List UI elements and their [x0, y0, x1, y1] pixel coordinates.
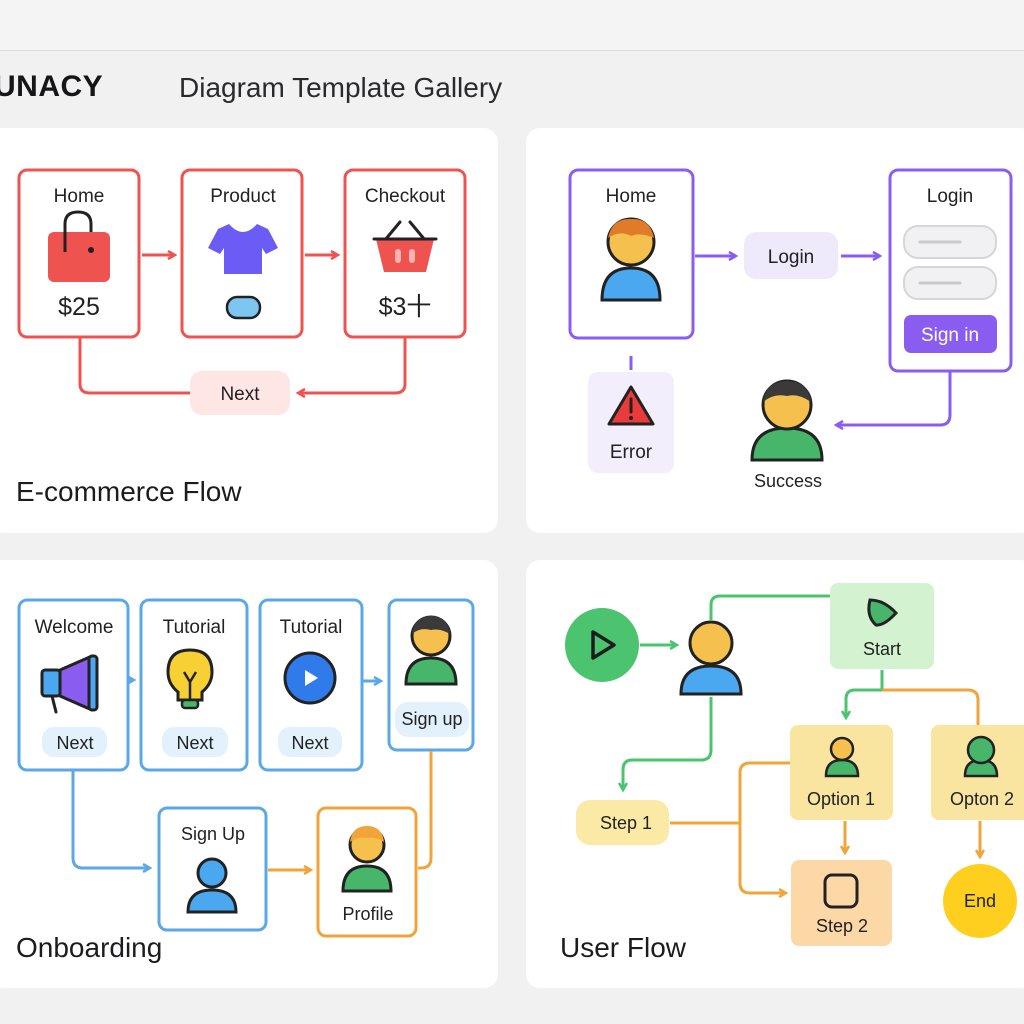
step-1-label: Step 1 [600, 813, 652, 833]
option-2-label: Opton 2 [950, 789, 1014, 809]
next-label-2: Next [176, 733, 213, 753]
play-circle-icon[interactable] [565, 608, 639, 682]
user-to-step1-arrow [623, 697, 713, 790]
user-flow-title: User Flow [560, 932, 687, 963]
option-1-user-icon [824, 736, 860, 778]
panel-to-success-arrow [836, 372, 952, 425]
home-label: Home [606, 186, 657, 207]
next-label: Next [220, 384, 260, 405]
checkout-label: Checkout [365, 186, 446, 207]
ecommerce-flow-title: E-commerce Flow [16, 476, 242, 507]
user-icon [404, 615, 458, 686]
user-to-start-connector [709, 594, 830, 620]
welcome-label: Welcome [35, 617, 114, 638]
user-success-icon [750, 379, 824, 462]
start-to-option2-connector [882, 688, 980, 725]
lightbulb-icon [166, 648, 214, 710]
end-node[interactable] [943, 864, 1017, 938]
page-title: Diagram Template Gallery [179, 72, 503, 103]
top-toolbar [0, 0, 1024, 51]
option-2-user-icon [963, 735, 999, 778]
next-button-2[interactable] [162, 727, 228, 757]
home-to-next-connector [78, 338, 191, 395]
login-step-node[interactable] [744, 232, 838, 279]
template-card-onboarding[interactable]: Welcome Next Tutorial Next Tutorial Next [0, 560, 498, 988]
user-flow-diagram: Start Option 1 Opton 2 Step 1 Step 2 [565, 583, 1024, 946]
square-icon [823, 873, 859, 909]
step-1-node[interactable] [576, 800, 669, 845]
start-to-option1-arrow [846, 670, 884, 718]
user-icon [186, 857, 238, 914]
login-step-label: Login [768, 247, 815, 268]
user-icon [600, 217, 662, 302]
step-2-label: Step 2 [816, 916, 868, 936]
sign-up-button[interactable] [395, 702, 469, 737]
megaphone-icon [40, 654, 99, 714]
login-diagram: Home Login Login Sign in Error [568, 168, 1013, 491]
profile-label: Profile [342, 904, 393, 924]
option1-loop-connector [738, 761, 790, 823]
template-card-login[interactable]: Home Login Login Sign in Error [526, 128, 1024, 533]
onboarding-diagram: Welcome Next Tutorial Next Tutorial Next [17, 598, 475, 938]
home-price: $25 [58, 293, 100, 321]
checkout-price: $3十 [379, 293, 432, 321]
login-panel-title: Login [927, 186, 974, 207]
tshirt-icon [208, 224, 278, 274]
product-label: Product [210, 186, 276, 207]
loop-to-step2-arrow [738, 823, 786, 893]
tutorial-label-2: Tutorial [280, 617, 343, 638]
sign-in-label: Sign in [921, 325, 979, 346]
success-label: Success [754, 471, 822, 491]
start-node[interactable] [830, 583, 934, 669]
profile-user-icon [341, 826, 393, 893]
start-label: Start [863, 639, 901, 659]
warning-icon [607, 385, 655, 426]
basket-icon [372, 220, 438, 272]
product-option-pill[interactable] [225, 295, 262, 320]
sign-up-label: Sign Up [181, 824, 245, 844]
welcome-to-signup-arrow [71, 771, 150, 868]
sign-in-button[interactable] [904, 315, 997, 353]
home-label: Home [54, 186, 105, 207]
user-icon [679, 620, 743, 696]
shopping-bag-icon [48, 210, 110, 282]
next-button-3[interactable] [278, 727, 342, 757]
template-card-user-flow[interactable]: Start Option 1 Opton 2 Step 1 Step 2 [526, 560, 1024, 988]
next-button-1[interactable] [42, 727, 107, 757]
end-label: End [964, 891, 996, 911]
template-card-ecommerce[interactable]: Next Home Product Checkout $25 $3十 E-com… [0, 128, 498, 533]
sign-up-card-label: Sign up [401, 709, 462, 729]
next-label-3: Next [291, 733, 328, 753]
option-1-label: Option 1 [807, 789, 875, 809]
tutorial-label-1: Tutorial [163, 617, 226, 638]
error-label: Error [610, 442, 653, 463]
start-marker-icon [867, 598, 899, 627]
onboarding-title: Onboarding [16, 932, 163, 963]
checkout-to-next-arrow [298, 338, 407, 393]
play-icon [283, 651, 337, 705]
brand-logo: UNACY [0, 70, 104, 103]
step-2-node[interactable] [791, 860, 892, 946]
signup-card-to-profile-connector [418, 751, 433, 870]
next-button[interactable] [190, 371, 290, 415]
ecommerce-diagram: Next Home Product Checkout $25 $3十 [17, 168, 467, 415]
next-label-1: Next [56, 733, 93, 753]
